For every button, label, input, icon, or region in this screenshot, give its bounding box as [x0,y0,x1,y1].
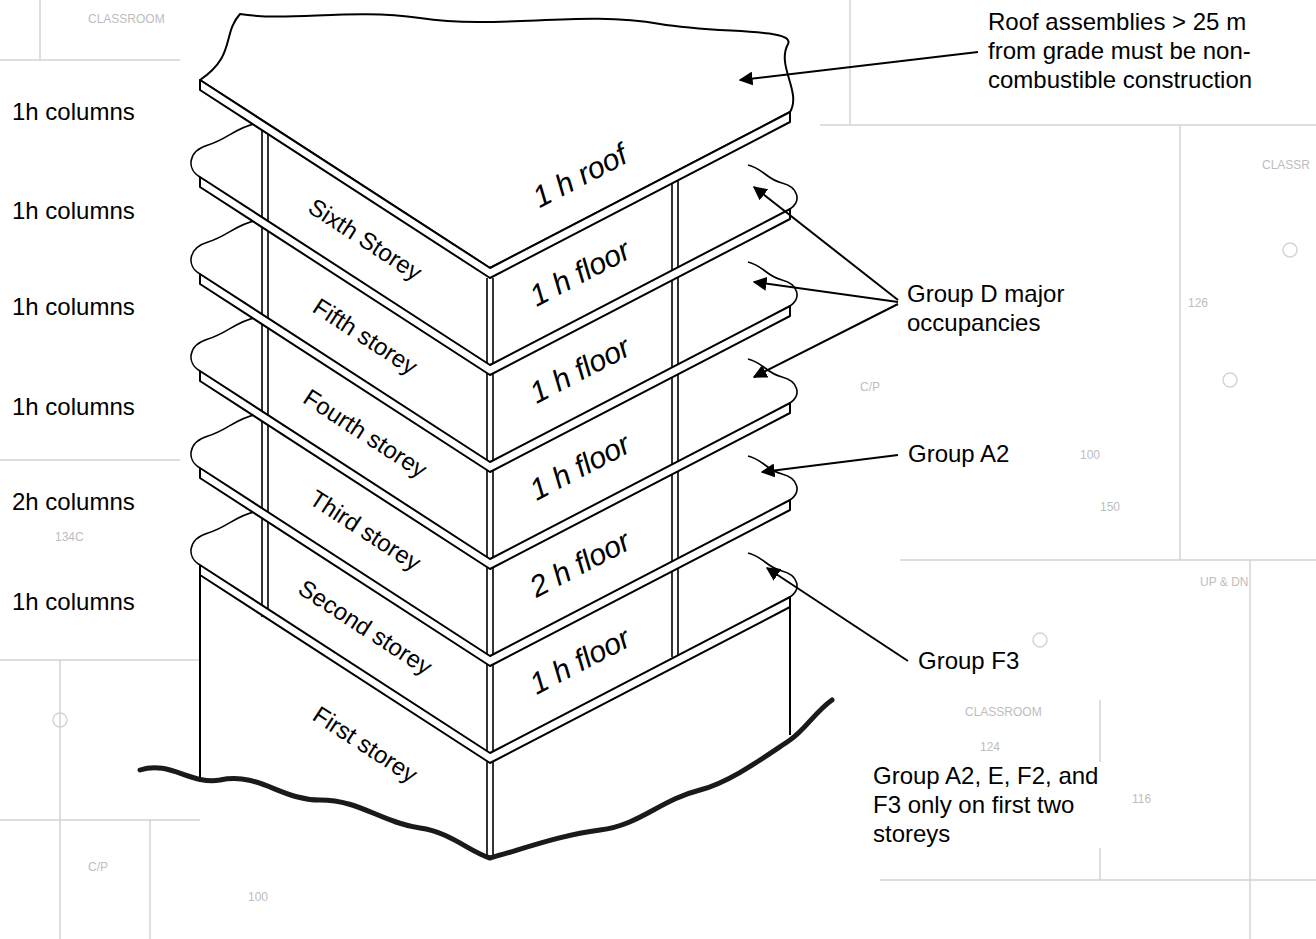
column-rating: 1h columns [12,293,135,322]
column [672,180,678,657]
blueprint-text: C/P [860,380,880,394]
blueprint-text: UP & DN [1200,575,1248,589]
leader-arrow [740,52,978,80]
occupancy-label: Group F3 [918,647,1019,676]
blueprint-text: 100 [248,890,268,904]
blueprint-text: CLASSROOM [88,12,165,26]
blueprint-text: CLASSROOM [965,705,1042,719]
leader-arrow [767,568,908,661]
blueprint-fixture [1283,243,1297,257]
slab-cut-edge [191,511,258,565]
blueprint-text: 116 [1132,792,1151,806]
blueprint-wall [0,0,200,939]
occupancy-label: Group A2 [908,440,1009,469]
blueprint-fixture [1033,633,1047,647]
blueprint-text: 134C [55,530,84,544]
column-rating: 1h columns [12,588,135,617]
leader-arrow [740,52,978,661]
floor-slab [200,468,790,666]
leader-arrow [762,455,898,472]
slab-cut-edge [748,553,797,597]
roof-note: Roof assemblies > 25 m from grade must b… [988,8,1288,94]
slab-cut-edge [748,359,797,403]
roof-slab [200,80,790,278]
slab-cut-edge [191,414,258,468]
blueprint-fixture [1223,373,1237,387]
column-rating: 1h columns [12,98,135,127]
blueprint-text: C/P [88,860,108,874]
floor-slab [200,371,790,569]
blueprint-text: 100 [1080,448,1100,462]
blueprint-text: 150 [1100,500,1120,514]
blueprint-fixture [53,713,67,727]
blueprint-text: 126 [1188,296,1208,310]
ground-cut-line [140,700,832,858]
column-rating: 1h columns [12,197,135,226]
slab-cut-edge [191,220,258,274]
occupancy-note: Group A2, E, F2, and F3 only on first tw… [873,762,1128,848]
slab-cut-edge [748,456,797,500]
floor-slab [200,274,790,472]
column-rating: 1h columns [12,393,135,422]
floor-slab [200,565,790,763]
leader-arrow [754,282,898,302]
column-rating: 2h columns [12,488,135,517]
leader-arrow [754,304,898,377]
blueprint-text: 124 [980,740,1000,754]
column [262,130,268,617]
slab-cut-edge [191,317,258,371]
slab-cut-edge [191,123,258,177]
occupancy-label: Group D major occupancies [907,280,1107,338]
leader-arrow [754,187,898,300]
blueprint-wall [820,0,1316,939]
blueprint-text: CLASSR [1262,158,1310,172]
